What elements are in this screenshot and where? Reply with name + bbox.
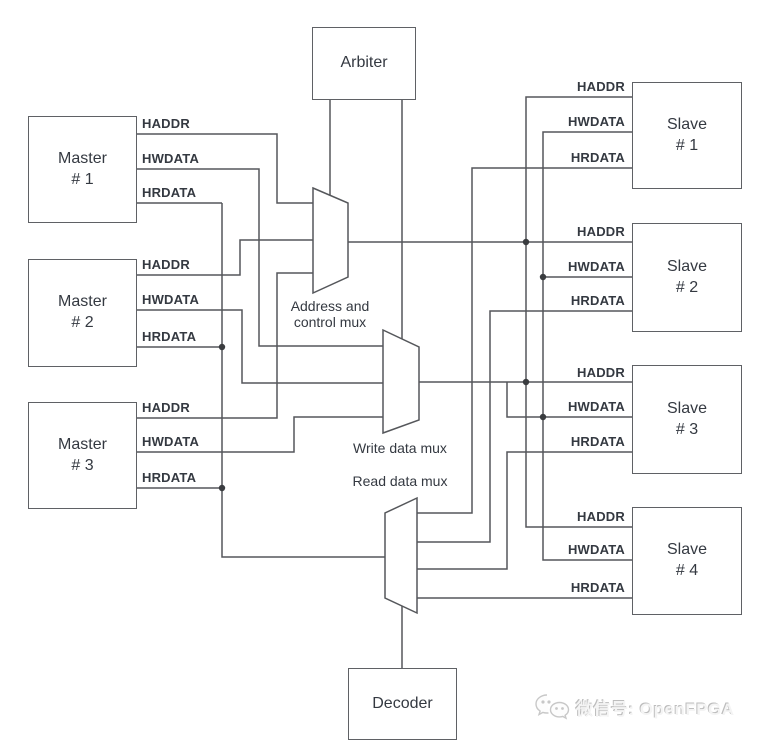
slave-4-haddr-label: HADDR [577,509,625,524]
slave-3-number: # 3 [675,420,699,438]
junction-dot [522,238,530,246]
master-3-haddr-label: HADDR [142,400,190,415]
slave-3-haddr-label: HADDR [577,365,625,380]
master-1-name: Master [58,149,107,167]
slave-2-haddr-label: HADDR [577,224,625,239]
master-1-number: # 1 [71,170,94,188]
watermark-text: 微信号: OpenFPGA [576,699,735,719]
wechat-icon [535,694,570,720]
slave-4-hrdata-label: HRDATA [570,580,625,595]
slave-3-hrdata-label: HRDATA [570,434,625,449]
master-1-haddr-wire [135,133,313,204]
junction-dot [218,484,226,492]
slave-3-box: Slave # 3 [632,365,742,474]
read-data-mux-label: Read data mux [352,473,448,489]
junction-dot [539,273,547,281]
slave-1-name: Slave [666,115,708,133]
arbiter-label: Arbiter [340,54,388,72]
slave-1-hrdata-label: HRDATA [570,150,625,165]
slave-4-hwdata-label: HWDATA [567,542,625,557]
junction-dot [522,378,530,386]
address-control-mux-label: Address and control mux [290,298,370,330]
watermark: 微信号: OpenFPGA [534,693,735,721]
master-2-hwdata-label: HWDATA [142,292,200,307]
slave-3-hrdata-wire [417,451,632,570]
master-3-hrdata-label: HRDATA [142,470,197,485]
slave-2-name: Slave [666,257,708,275]
slave-4-number: # 4 [675,562,699,579]
junction-dot [539,413,547,421]
slave-1-number: # 1 [675,136,699,154]
master-2-box: Master # 2 [28,259,137,367]
junction-dot [218,343,226,351]
master-1-haddr-label: HADDR [142,116,190,131]
master-2-number: # 2 [71,314,94,331]
slave-2-hrdata-wire [417,310,632,543]
hrdata-return-trunk-wire [221,203,385,558]
slave-2-number: # 2 [675,278,699,296]
write-data-mux-shape [382,328,420,435]
slave-1-hwdata-label: HWDATA [567,114,625,129]
slave-3-hwdata-label: HWDATA [567,399,625,414]
haddr-trunk-wire [525,96,632,528]
master-2-haddr-wire [135,239,313,276]
master-3-haddr-wire [135,272,313,419]
slave-2-box: Slave # 2 [632,223,742,332]
read-data-mux-shape [384,496,418,615]
slave-3-name: Slave [666,399,708,417]
master-1-hwdata-wire [135,168,383,347]
master-3-number: # 3 [71,456,94,474]
master-1-hrdata-label: HRDATA [142,185,197,200]
arbiter-box: Arbiter [312,27,416,100]
master-3-box: Master # 3 [28,402,137,509]
master-3-name: Master [58,435,107,453]
address-control-mux-shape [312,186,349,295]
slave-2-hwdata-label: HWDATA [567,259,625,274]
decoder-box: Decoder [348,668,457,740]
master-2-haddr-label: HADDR [142,257,190,272]
master-1-hwdata-label: HWDATA [142,151,200,166]
master-2-name: Master [58,293,107,311]
slave-1-box: Slave # 1 [632,82,742,189]
slave-2-hrdata-label: HRDATA [570,293,625,308]
slave-1-hrdata-wire [417,167,632,514]
slave-1-haddr-label: HADDR [577,79,625,94]
master-1-box: Master # 1 [28,116,137,223]
write-data-mux-label: Write data mux [353,440,447,456]
hwdata-trunk-wire [542,131,632,561]
master-2-hrdata-label: HRDATA [142,329,197,344]
slave-4-name: Slave [666,541,708,559]
master-2-hwdata-wire [135,309,383,384]
master-3-hwdata-label: HWDATA [142,434,200,449]
master-3-hwdata-wire [135,416,383,453]
slave-4-box: Slave # 4 [632,507,742,615]
decoder-label: Decoder [372,694,433,712]
write-output-branch-wire [506,382,632,418]
